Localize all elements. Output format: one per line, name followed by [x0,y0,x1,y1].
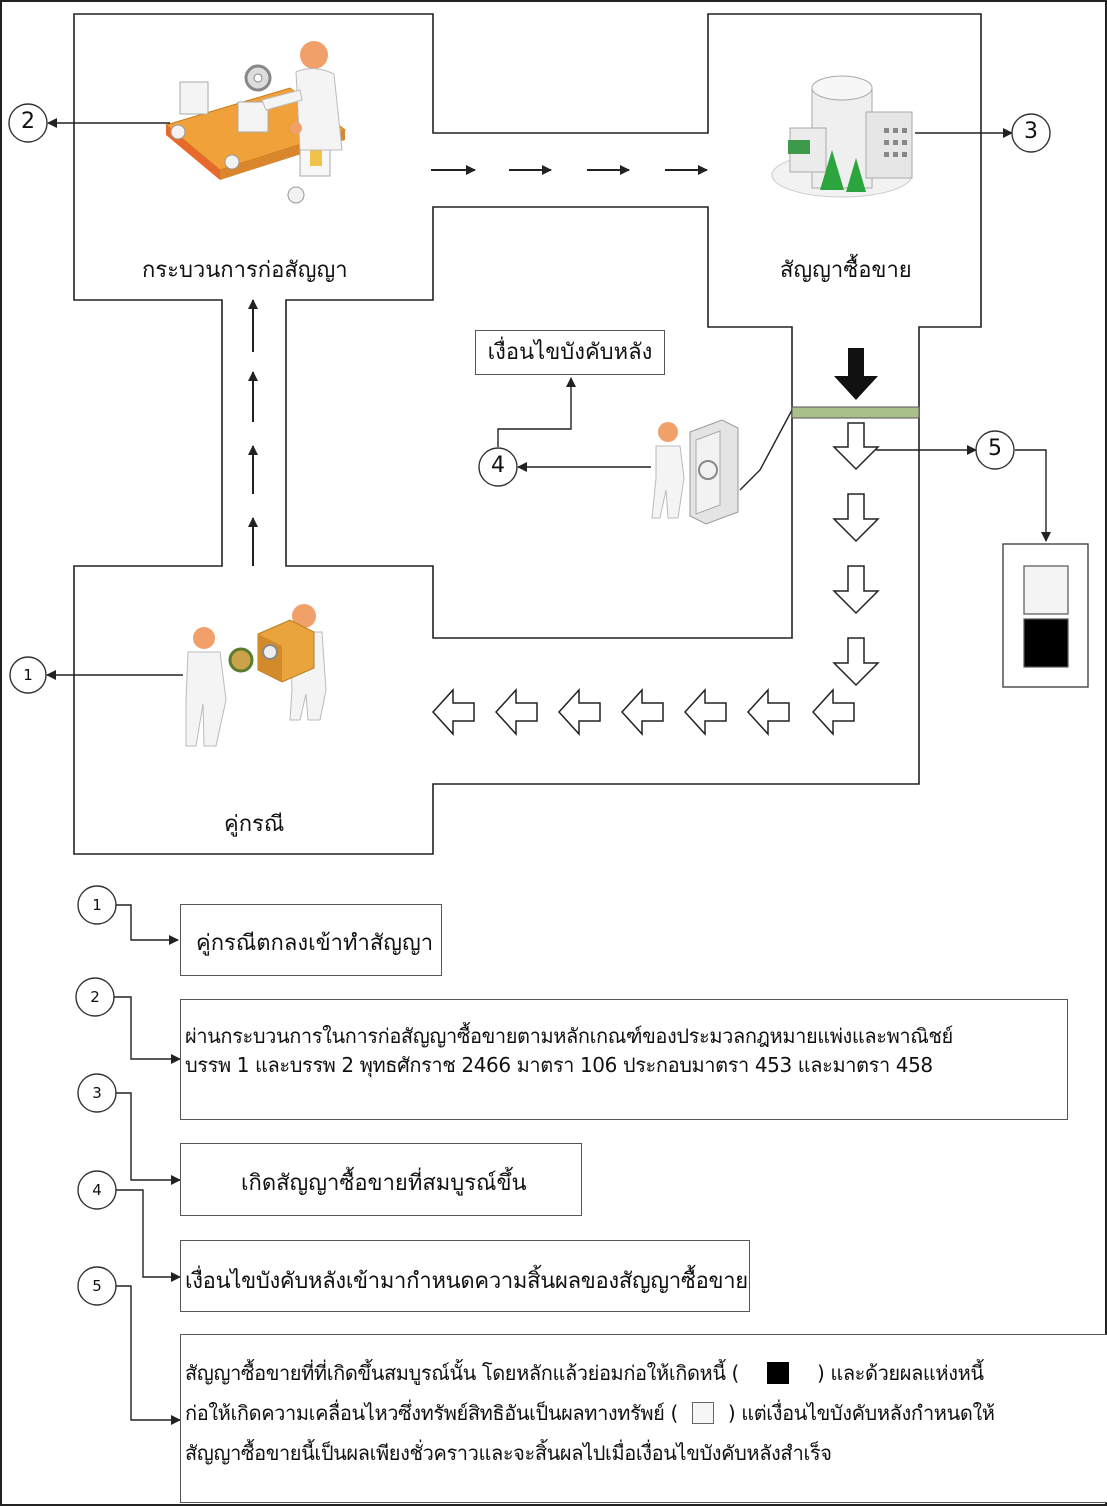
marker-1: 1 [23,666,33,684]
property-effect-square [1023,565,1069,615]
legend-5-line-2: ก่อให้เกิดความเคลื่อนไหวซึ่งทรัพย์สิทธิอ… [185,1393,1107,1433]
callout-pointer [739,409,793,491]
legend-3-line-1: เกิดสัญญาซื้อขายที่สมบูรณ์ขึ้น [241,1171,527,1196]
legend-num-2: 2 [90,988,100,1006]
legend-2-line-1: ผ่านกระบวนการในการก่อสัญญาซื้อขายตามหลัก… [185,1024,953,1048]
factory-illustration [164,41,347,204]
vault-illustration [651,419,739,525]
legend-5-line-3: สัญญาซื้อขายนี้เป็นผลเพียงชั่วคราวและจะส… [185,1441,832,1465]
obligation-effect-square [1023,618,1069,668]
marker-2: 2 [21,109,35,134]
contract-area-label: สัญญาซื้อขาย [780,258,912,283]
legend-5-line-1: สัญญาซื้อขายที่ที่เกิดขึ้นสมบูรณ์นั้น โด… [185,1353,1107,1393]
inner-outline [285,206,793,639]
legend-1-line-1: คู่กรณีตกลงเข้าทำสัญญา [196,931,434,956]
legend-2-line-2: บรรพ 1 และบรรพ 2 พุทธศักราช 2466 มาตรา 1… [185,1053,933,1077]
legend-connectors [114,904,181,1425]
hollow-arrows-left [431,688,855,736]
marker-4: 4 [491,453,505,478]
marker-connectors [46,118,1051,680]
hollow-arrows-down [832,422,880,687]
legend-num-4: 4 [92,1181,102,1199]
building-illustration [771,75,913,198]
parties-area-label: คู่กรณี [224,812,285,837]
condition-box: เงื่อนไขบังคับหลัง [475,330,665,375]
legend-4-line-1: เงื่อนไขบังคับหลังเข้ามากำหนดความสิ้นผลข… [185,1269,748,1294]
marker-3: 3 [1024,119,1038,144]
legend-box-2: ผ่านกระบวนการในการก่อสัญญาซื้อขายตามหลัก… [180,999,1068,1120]
legend-5-text-2a: ก่อให้เกิดความเคลื่อนไหวซึ่งทรัพย์สิทธิอ… [185,1401,678,1425]
trade-illustration [185,604,327,747]
legend-5-text-1b: ) และด้วยผลแห่งหนี้ [816,1361,984,1385]
marker-circles [8,103,1051,694]
legend-box-3: เกิดสัญญาซื้อขายที่สมบูรณ์ขึ้น [180,1143,582,1216]
legend-5-text-1a: สัญญาซื้อขายที่ที่เกิดขึ้นสมบูรณ์นั้น โด… [185,1361,739,1385]
obligation-square-icon [766,1362,789,1384]
legend-num-5: 5 [92,1277,102,1295]
legend-box-5: สัญญาซื้อขายที่ที่เกิดขึ้นสมบูรณ์นั้น โด… [180,1334,1107,1503]
legend-5-text-2b: ) แต่เงื่อนไขบังคับหลังกำหนดให้ [727,1401,995,1425]
termination-arrow [834,348,878,400]
legend-num-1: 1 [92,896,102,914]
legend-box-1: คู่กรณีตกลงเข้าทำสัญญา [180,904,442,976]
legend-box-4: เงื่อนไขบังคับหลังเข้ามากำหนดความสิ้นผลข… [180,1240,750,1312]
process-area-label: กระบวนการก่อสัญญา [142,258,348,283]
property-square-icon [691,1402,714,1424]
condition-bar [791,406,920,419]
flow-outline [73,13,982,855]
legend-num-3: 3 [92,1084,102,1102]
marker-5: 5 [988,436,1002,461]
